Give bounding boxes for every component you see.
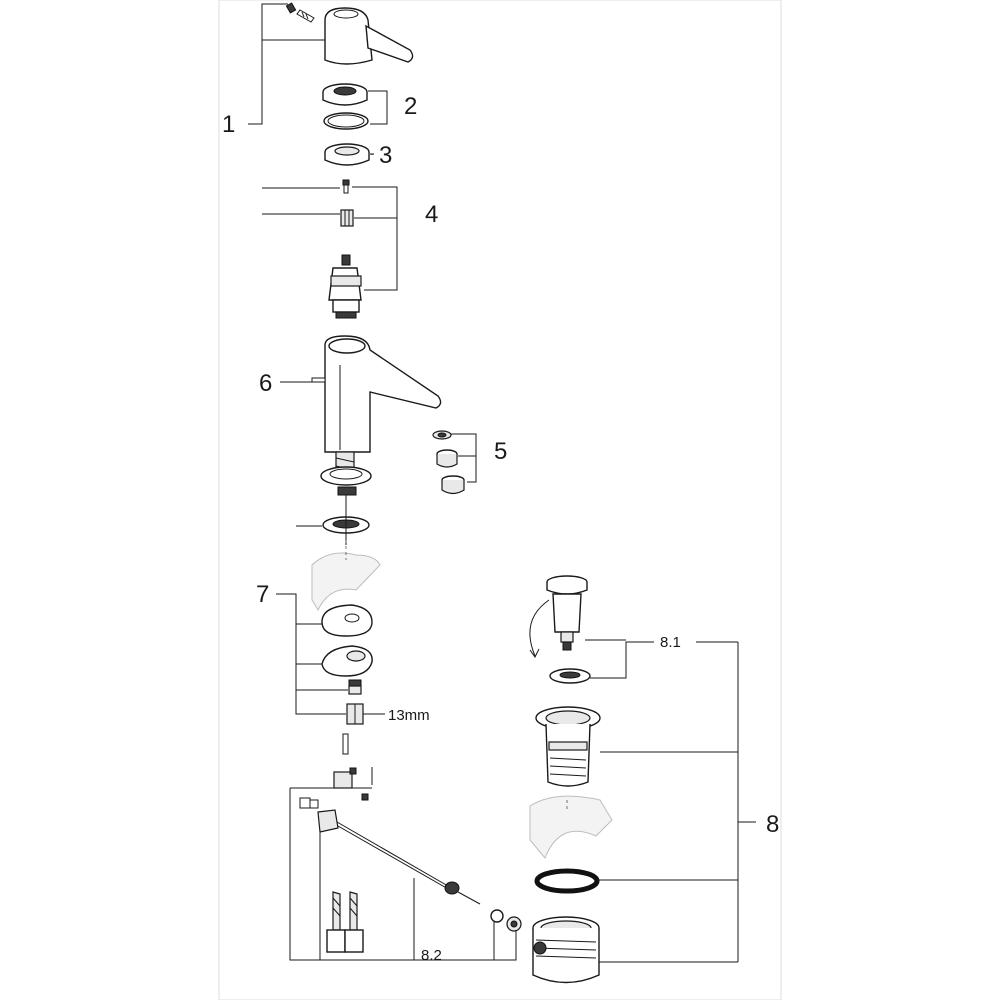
lever-handle [324,7,414,65]
leader-lines [248,3,756,963]
spindle-adapter [340,209,354,227]
fixing-bracket [321,645,373,677]
supply-hoses [326,891,364,953]
basin-ghost [529,795,613,859]
label-part-8: 8 [766,811,779,838]
pivot-rod [317,809,481,905]
label-part-1: 1 [222,111,235,138]
label-part-8-2: 8.2 [421,947,442,964]
pop-up-plug [529,575,588,658]
waste-gasket [534,868,600,894]
horseshoe-washer [321,604,373,637]
waste-body [532,916,600,984]
cover-cap [322,83,368,106]
lift-rod [342,733,349,755]
hex-nut-13mm [346,703,364,725]
aerator-insert [436,449,458,468]
threaded-ring [324,143,370,166]
mounting-washer [322,495,370,545]
countertop-ghost [311,552,381,612]
diagram-frame [218,0,782,1000]
label-part-2: 2 [404,93,417,120]
label-part-7: 7 [256,581,269,608]
base-gasket [320,466,372,496]
aerator-washer [432,430,452,440]
waste-flange [535,706,601,787]
plug-seal [549,668,591,684]
rod-clamp [299,767,369,809]
aerator-housing [441,475,465,495]
label-part-6: 6 [259,370,272,397]
o-ring [323,112,369,130]
faucet-body [311,335,442,453]
label-part-5: 5 [494,438,507,465]
label-part-3: 3 [379,142,392,169]
handle-screw [285,2,315,23]
pivot-washers [490,909,522,932]
label-part-8-1: 8.1 [660,634,681,651]
assembly-axes [345,540,568,812]
label-part-4: 4 [425,201,438,228]
small-screw [342,179,350,194]
label-wrench-size: 13mm [388,707,430,724]
cartridge [328,254,362,319]
hex-nut-small [348,679,362,695]
